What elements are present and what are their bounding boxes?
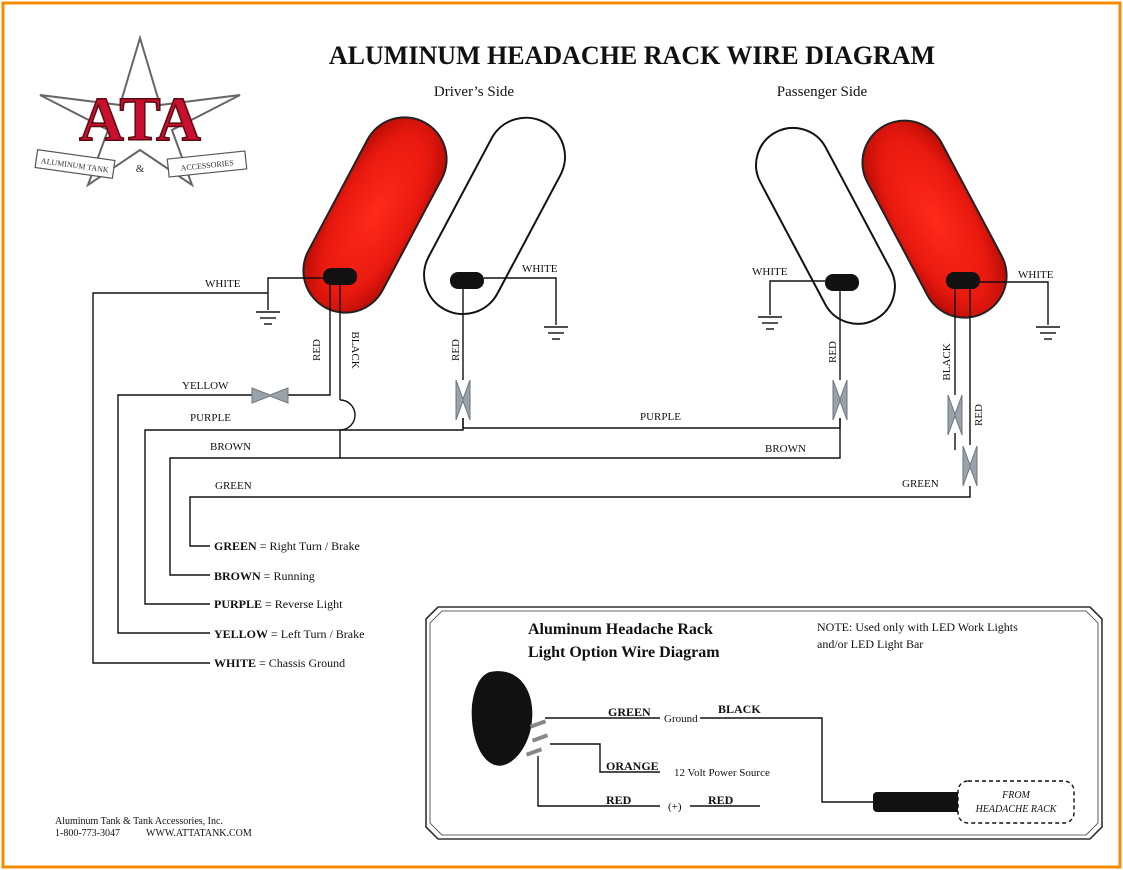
legend-brown: BROWN = Running (214, 569, 315, 583)
label-red-pass-2: RED (973, 404, 985, 426)
label-yellow: YELLOW (182, 380, 229, 392)
passenger-red-light (861, 119, 1008, 319)
option-box-note-1: NOTE: Used only with LED Work Lights (817, 620, 1018, 634)
logo-right-banner (166, 150, 248, 178)
connectors (251, 379, 978, 487)
label-purple-mid: PURPLE (640, 411, 681, 423)
wire-labels: WHITE WHITE WHITE WHITE RED BLACK RED RE… (182, 263, 1054, 492)
driver-red-plug (323, 268, 357, 285)
driver-red-light (302, 116, 448, 314)
label-green-right: GREEN (902, 478, 939, 490)
option-box-title-1: Aluminum Headache Rack (528, 621, 713, 638)
opt-red-left-label: RED (606, 793, 632, 807)
label-red-driver-1: RED (311, 339, 323, 361)
label-white-driver-right: WHITE (522, 263, 558, 275)
footer-company: Aluminum Tank & Tank Accessories, Inc. (55, 816, 223, 827)
legend-green: GREEN = Right Turn / Brake (214, 539, 360, 553)
driver-white-plug (450, 272, 484, 289)
driver-red-connector-icon (455, 379, 471, 421)
legend-white: WHITE = Chassis Ground (214, 656, 345, 670)
legend-yellow: YELLOW = Left Turn / Brake (214, 627, 364, 641)
label-black-pass: BLACK (941, 343, 953, 380)
passenger-black-connector-icon (947, 394, 963, 436)
rocker-switch-icon (471, 671, 549, 766)
label-red-pass-1: RED (827, 341, 839, 363)
passenger-red-connector-icon (832, 379, 848, 421)
opt-orange-label: ORANGE (606, 759, 659, 773)
drivers-side-label: Driver’s Side (434, 84, 514, 100)
headache-rack-plug (873, 792, 961, 812)
from-label-2: HEADACHE RACK (975, 804, 1058, 815)
footer-web: WWW.ATTATANK.COM (146, 828, 252, 839)
label-white-driver-left: WHITE (205, 278, 241, 290)
ata-logo: ALUMINUM TANK ACCESSORIES & ATA (34, 34, 248, 188)
opt-red-right-label: RED (708, 793, 734, 807)
label-white-pass-right: WHITE (1018, 269, 1054, 281)
passenger-red-plug (946, 272, 980, 289)
yellow-connector-icon (251, 387, 289, 404)
from-headache-rack-box (957, 780, 1075, 824)
opt-green-label: GREEN (608, 705, 651, 719)
logo-left-banner (34, 148, 116, 180)
passenger-red2-connector-icon (962, 445, 978, 487)
label-green-left: GREEN (215, 480, 252, 492)
label-brown-right: BROWN (765, 443, 806, 455)
passenger-side-label: Passenger Side (777, 84, 868, 100)
opt-black-label: BLACK (718, 702, 761, 716)
page-title: ALUMINUM HEADACHE RACK WIRE DIAGRAM (329, 41, 935, 70)
passenger-white-light (755, 126, 896, 325)
logo-amp: & (136, 163, 145, 175)
option-box-note-2: and/or LED Light Bar (817, 637, 923, 651)
wiring (92, 277, 1060, 664)
driver-white-light (423, 116, 566, 316)
label-purple-left: PURPLE (190, 412, 231, 424)
logo-star-icon (39, 34, 241, 188)
color-legend: GREEN = Right Turn / Brake BROWN = Runni… (214, 539, 364, 670)
passenger-white-plug (825, 274, 859, 291)
light-option-box: Aluminum Headache Rack Light Option Wire… (425, 606, 1103, 840)
opt-power-label: 12 Volt Power Source (674, 767, 770, 779)
footer: Aluminum Tank & Tank Accessories, Inc. 1… (55, 816, 252, 839)
option-box-frame (425, 606, 1103, 840)
label-red-driver-2: RED (450, 339, 462, 361)
legend-purple: PURPLE = Reverse Light (214, 597, 343, 611)
option-box-title-2: Light Option Wire Diagram (528, 644, 720, 661)
label-white-pass-left: WHITE (752, 266, 788, 278)
label-brown-left: BROWN (210, 441, 251, 453)
label-black-driver: BLACK (349, 331, 361, 368)
opt-ground-label: Ground (664, 713, 698, 725)
footer-phone: 1-800-773-3047 (55, 828, 120, 839)
logo-letters: ATA (79, 86, 201, 154)
from-label-1: FROM (1001, 790, 1030, 801)
opt-plus-label: (+) (668, 801, 682, 813)
